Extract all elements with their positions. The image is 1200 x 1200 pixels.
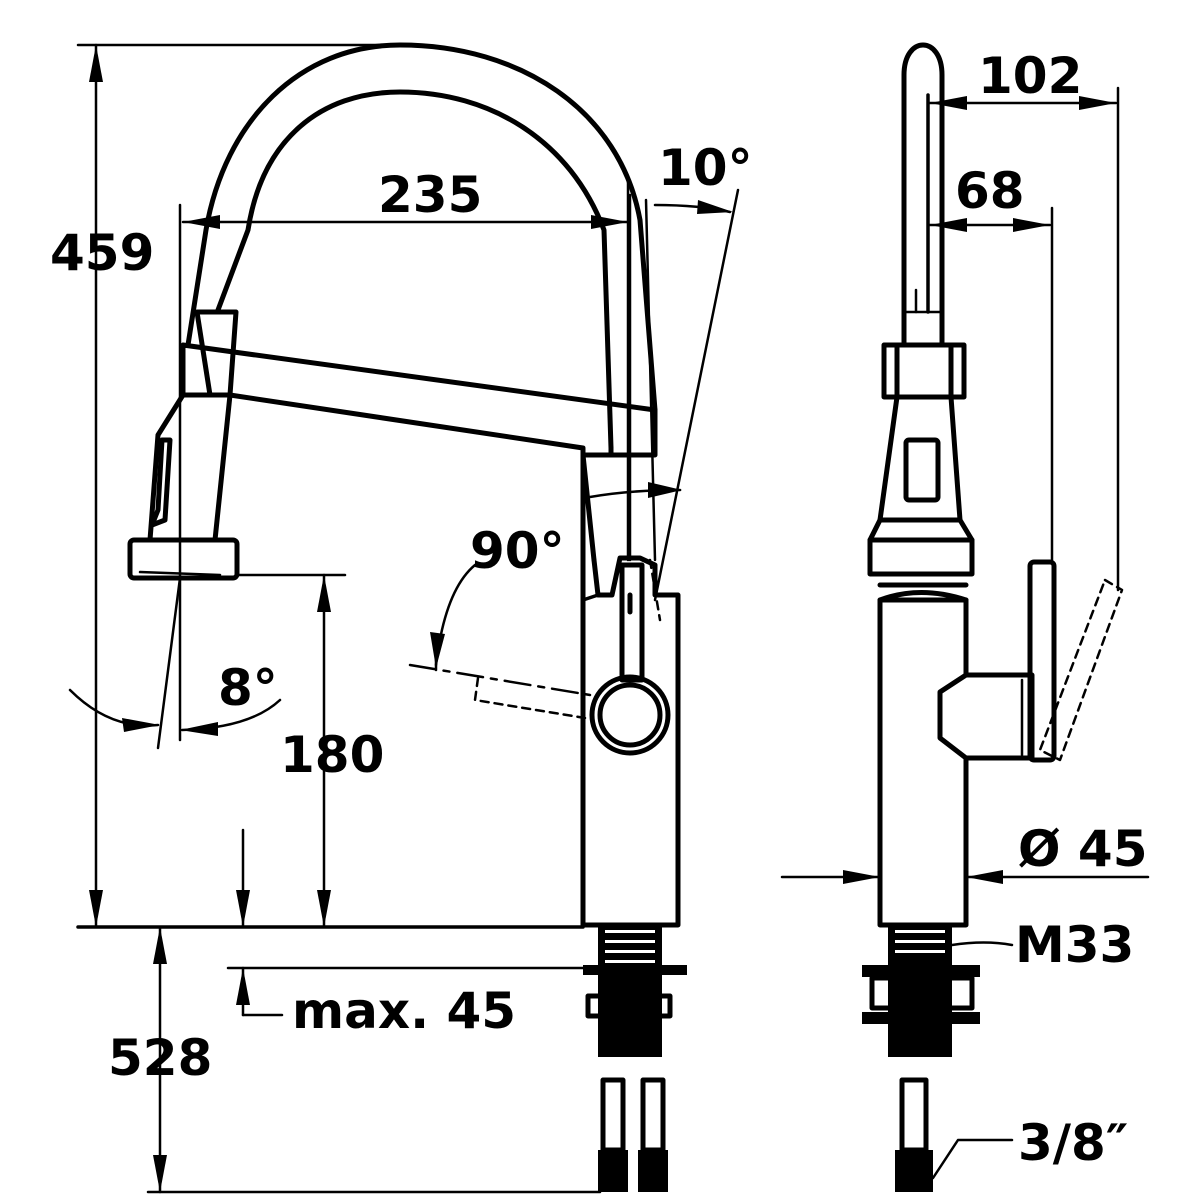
- side-dimensions: 102 68 Ø 45 M33 3/8″: [780, 47, 1150, 1180]
- supply-hoses: [598, 1077, 668, 1192]
- spray-button: [149, 437, 173, 528]
- side-lever: [1027, 559, 1057, 763]
- front-dimensions: 459 235 10° 90° 8° 180: [50, 43, 753, 1194]
- side-lever-alt: [1038, 578, 1124, 762]
- dim-spray-angle: 8°: [218, 659, 278, 717]
- lever-alt-position: [473, 676, 587, 720]
- dim-total-height: 459: [50, 224, 154, 282]
- side-supply-hose: [899, 1077, 929, 1153]
- dim-thread: M33: [1015, 916, 1134, 974]
- spout-arch-inner: [215, 89, 614, 451]
- side-view: [862, 42, 1124, 1192]
- lever-hub: [589, 674, 671, 756]
- dim-hose-length: 528: [108, 1029, 212, 1087]
- side-mounting-shank: [862, 925, 980, 1057]
- front-view: [76, 42, 687, 1194]
- dim-base-diameter: Ø 45: [1018, 820, 1148, 878]
- spray-head-outlet: [127, 537, 240, 581]
- side-spray-button: [903, 437, 941, 503]
- dim-side-reach-top: 102: [978, 47, 1082, 105]
- lever: [619, 562, 645, 683]
- dim-counter-thickness: max. 45: [292, 982, 516, 1040]
- side-spout-tube: [901, 42, 945, 348]
- dim-connection: 3/8″: [1018, 1114, 1128, 1172]
- dim-spout-reach: 235: [378, 166, 482, 224]
- side-body: [877, 597, 969, 928]
- side-pullout-head: [877, 394, 963, 523]
- dim-spout-angle: 10°: [658, 139, 753, 197]
- mounting-shank: [583, 925, 687, 1057]
- dim-side-reach-lever: 68: [955, 162, 1025, 220]
- faucet-body: [580, 452, 681, 928]
- dim-lever-angle: 90°: [470, 522, 565, 580]
- dim-outlet-height: 180: [280, 726, 384, 784]
- spout-holder-bar: [180, 342, 658, 458]
- side-lever-socket: [937, 672, 1035, 761]
